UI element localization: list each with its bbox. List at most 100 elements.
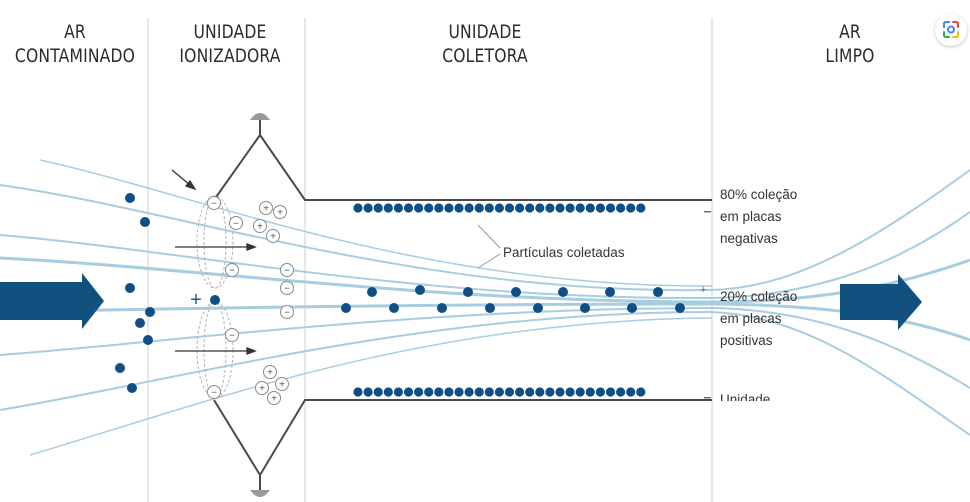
collected-particle-bottom xyxy=(616,387,626,397)
collected-particle-top xyxy=(605,203,616,213)
negative-ion: − xyxy=(280,281,294,295)
charged-particle xyxy=(580,303,590,313)
collected-particle-bottom xyxy=(575,387,585,397)
positive-ion: + xyxy=(275,377,289,391)
collected-particle-top xyxy=(393,203,403,213)
collected-particle-bottom xyxy=(474,387,484,397)
collected-particle-top xyxy=(373,203,383,213)
dust-particle xyxy=(127,383,137,393)
charged-particle xyxy=(605,287,615,297)
collected-particle-bottom xyxy=(585,387,595,397)
negative-ion: − xyxy=(225,263,239,277)
airflow-line xyxy=(39,159,713,287)
collected-particle-top xyxy=(525,203,535,213)
section-dividers xyxy=(147,18,713,502)
charged-particle xyxy=(533,303,543,313)
collected-particle-bottom xyxy=(525,387,535,397)
collected-particle-top xyxy=(575,203,585,213)
svg-text:+: + xyxy=(263,204,269,215)
collected-particle-top xyxy=(565,203,575,213)
ion-direction-arrows xyxy=(171,169,257,355)
collected-particle-bottom xyxy=(595,387,606,397)
positive-ion: + xyxy=(253,219,267,233)
svg-text:−: − xyxy=(233,219,239,230)
header-collecting-line1: UNIDADE xyxy=(448,21,522,43)
charged-particle xyxy=(389,303,399,313)
charged-particle xyxy=(367,287,377,297)
svg-text:+: + xyxy=(267,368,273,379)
airflow-line xyxy=(0,302,970,342)
plate-charge-marks xyxy=(704,211,711,399)
svg-text:+: + xyxy=(279,380,285,391)
positive-ion: + xyxy=(255,381,269,395)
collected-particle-bottom xyxy=(494,387,504,397)
collected-particle-top xyxy=(585,203,595,213)
positive-ion: + xyxy=(266,229,280,243)
airflow-line xyxy=(0,310,970,436)
collected-particle-bottom xyxy=(424,387,434,397)
positive-plates-label: 20% coleção em placas positivas xyxy=(720,289,797,348)
collected-particle-bottom xyxy=(434,387,444,397)
dust-particle xyxy=(135,318,145,328)
svg-text:−: − xyxy=(211,199,217,210)
collected-particle-top xyxy=(515,203,525,213)
collected-particle-bottom xyxy=(444,387,454,397)
header-contaminated-air: AR CONTAMINADO xyxy=(14,20,137,68)
charged-particle xyxy=(511,287,521,297)
collected-particle-top xyxy=(363,203,373,213)
header-clean-line1: AR xyxy=(839,21,861,43)
collected-particle-top xyxy=(464,203,474,213)
collected-particle-bottom xyxy=(403,387,414,397)
collected-particle-top xyxy=(434,203,444,213)
header-contaminated-line1: AR xyxy=(64,21,86,43)
dust-particle xyxy=(140,217,150,227)
collected-particle-bottom xyxy=(515,387,525,397)
airflow-line xyxy=(0,169,970,292)
positive-plates-line2: em placas xyxy=(720,311,782,326)
svg-text:+: + xyxy=(259,384,265,395)
dust-particle xyxy=(125,283,135,293)
charged-particle xyxy=(341,303,351,313)
positive-ion: + xyxy=(263,365,277,379)
google-lens-icon[interactable] xyxy=(935,14,967,46)
collected-particle-bottom xyxy=(504,387,515,397)
collected-particle-top xyxy=(535,203,545,213)
collected-particle-bottom xyxy=(373,387,383,397)
header-contaminated-line2: CONTAMINADO xyxy=(14,45,136,67)
bottom-label-mask xyxy=(714,401,794,411)
collected-particle-bottom xyxy=(626,387,636,397)
collected-particle-top xyxy=(555,203,565,213)
airflow-streamlines xyxy=(0,159,970,456)
collected-label-leaders xyxy=(477,224,501,269)
header-clean-air: AR LIMPO xyxy=(789,20,912,68)
collected-particle-bottom xyxy=(545,387,555,397)
collected-particle-top xyxy=(414,203,424,213)
collected-particle-bottom xyxy=(353,387,363,397)
charged-particle xyxy=(627,303,637,313)
charged-particle xyxy=(653,287,663,297)
collected-particle-bottom xyxy=(393,387,403,397)
dust-particle xyxy=(143,335,153,345)
header-clean-line2: LIMPO xyxy=(825,45,875,67)
header-ionizing-line2: IONIZADORA xyxy=(179,45,281,67)
collected-particle-bottom xyxy=(565,387,575,397)
collected-particle-top xyxy=(474,203,484,213)
header-ionizing-unit: UNIDADE IONIZADORA xyxy=(169,20,292,68)
svg-text:−: − xyxy=(211,388,217,399)
negative-ion: − xyxy=(207,385,221,399)
positive-ion: + xyxy=(267,391,281,405)
airflow-line xyxy=(0,306,970,389)
collected-particle-top xyxy=(484,203,494,213)
collected-particles-label: Partículas coletadas xyxy=(503,245,625,260)
charged-particle xyxy=(485,303,495,313)
ionizer-bottom-wire-cap xyxy=(250,490,270,497)
collected-particle-top xyxy=(504,203,515,213)
collected-particle-top xyxy=(545,203,555,213)
svg-text:−: − xyxy=(229,331,235,342)
svg-text:+: + xyxy=(257,222,263,233)
collected-particle-bottom xyxy=(535,387,545,397)
positive-plates-line1: 20% coleção xyxy=(720,289,797,304)
negative-plates-line1: 80% coleção xyxy=(720,187,797,202)
negative-plates-line3: negativas xyxy=(720,231,778,246)
